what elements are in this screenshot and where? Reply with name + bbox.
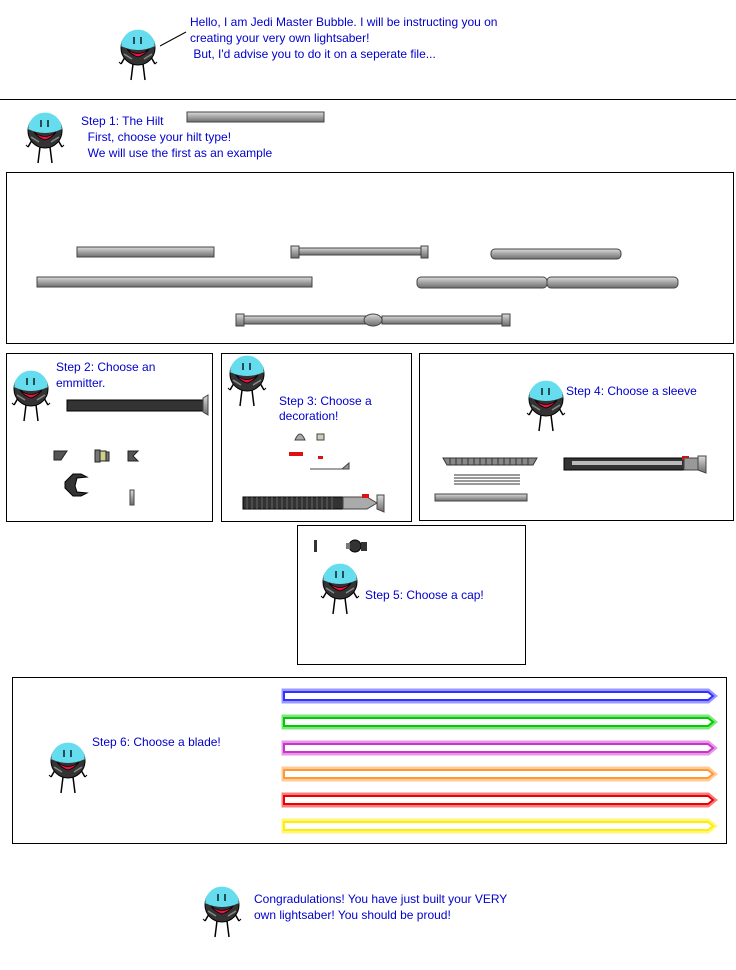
emitter-option-1 xyxy=(53,450,68,461)
intro-line-2: creating your very own lightsaber! xyxy=(190,31,370,45)
sleeve-option-3 xyxy=(434,493,528,502)
hilt-option-1 xyxy=(76,246,215,258)
sleeve-option-1 xyxy=(442,457,538,466)
jedi-avatar-outro xyxy=(202,885,244,941)
emitter-options-svg xyxy=(53,394,209,506)
speech-pointer-icon xyxy=(160,31,187,47)
decoration-option-2 xyxy=(316,433,325,441)
step-1-line-3: We will use the first as an example xyxy=(81,146,273,160)
jedi-avatar-step-5 xyxy=(320,562,362,618)
step-6-title: Step 6: Choose a blade! xyxy=(92,735,221,749)
step-2-panel: Step 2: Choose an emmitter. xyxy=(6,353,213,522)
outro-line-2: own lightsaber! You should be proud! xyxy=(254,908,451,922)
blade-option-1 xyxy=(281,688,718,704)
step-4-panel: Step 4: Choose a sleeve xyxy=(419,353,734,521)
decorated-hilt-example xyxy=(242,494,385,513)
intro-line-1: Hello, I am Jedi Master Bubble. I will b… xyxy=(190,15,498,29)
cap-option-2 xyxy=(346,539,367,553)
example-emitter-hilt xyxy=(66,394,209,416)
hilt-options-svg xyxy=(36,245,679,327)
decoration-option-1 xyxy=(294,433,306,441)
sleeve-options-svg xyxy=(434,455,707,502)
emitter-option-2 xyxy=(94,449,110,463)
sleeved-hilt-example xyxy=(563,455,707,474)
step-3-line-1: Step 3: Choose a xyxy=(279,394,372,408)
outro-line-1: Congradulations! You have just built you… xyxy=(254,892,508,906)
blade-option-2 xyxy=(281,714,718,730)
step-6-panel: Step 6: Choose a blade! xyxy=(12,677,727,844)
step-2-line-1: Step 2: Choose an xyxy=(56,360,156,374)
hilt-option-3 xyxy=(490,248,622,260)
blade-option-3 xyxy=(281,740,718,756)
emitter-option-5 xyxy=(129,489,135,506)
emitter-option-3 xyxy=(127,450,140,462)
step-5-title: Step 5: Choose a cap! xyxy=(365,588,484,602)
step-3-panel: Step 3: Choose a decoration! xyxy=(221,353,412,522)
cap-options-svg xyxy=(314,539,367,553)
step-3-line-2: decoration! xyxy=(279,409,339,423)
jedi-avatar-step-1 xyxy=(25,111,67,167)
hilt-options-panel xyxy=(6,172,734,344)
hilt-option-2 xyxy=(290,245,429,259)
blade-option-5 xyxy=(281,792,718,808)
jedi-master-bubble-avatar xyxy=(118,28,160,84)
hilt-option-5 xyxy=(416,276,679,289)
divider xyxy=(0,99,736,100)
emitter-option-4 xyxy=(64,473,89,497)
step-4-title: Step 4: Choose a sleeve xyxy=(566,384,697,398)
blade-options-svg xyxy=(281,688,718,834)
decoration-option-3 xyxy=(289,452,303,456)
cap-option-1 xyxy=(314,540,317,552)
hilt-option-4 xyxy=(36,276,313,288)
jedi-avatar-step-2 xyxy=(11,369,53,425)
decoration-options-svg xyxy=(242,433,385,513)
intro-line-3: But, I'd advise you to do it on a sepera… xyxy=(190,47,436,61)
blade-option-4 xyxy=(281,766,718,782)
step-5-panel: Step 5: Choose a cap! xyxy=(297,525,526,665)
decoration-option-5 xyxy=(310,461,350,470)
decoration-option-4 xyxy=(318,456,323,459)
step-1-line-2: First, choose your hilt type! xyxy=(81,130,232,144)
sleeve-option-2 xyxy=(454,474,520,485)
hilt-option-6 xyxy=(235,313,511,327)
example-hilt-icon xyxy=(186,111,325,123)
blade-option-6 xyxy=(281,818,718,834)
step-1-title: Step 1: The Hilt xyxy=(81,114,164,128)
step-2-line-2: emmitter. xyxy=(56,376,106,390)
